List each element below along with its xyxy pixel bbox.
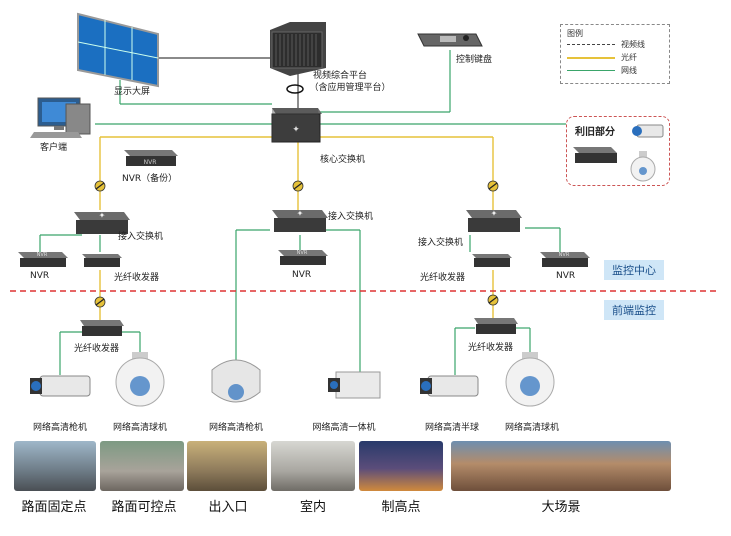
right-access-switch-label: 接入交换机 bbox=[418, 238, 464, 248]
nvr-icon: NVR bbox=[18, 252, 68, 267]
fiber-transceiver-icon bbox=[472, 254, 512, 267]
svg-text:✦: ✦ bbox=[99, 211, 106, 220]
svg-text:NVR: NVR bbox=[559, 252, 570, 258]
bullet-camera-icon bbox=[30, 375, 91, 397]
scene-label: 路面固定点 bbox=[21, 500, 87, 515]
nvr-icon: NVR bbox=[540, 252, 590, 267]
fiber-transceiver-icon bbox=[474, 318, 518, 334]
access-switch-icon: ✦ bbox=[466, 209, 522, 232]
display-wall-icon bbox=[77, 12, 159, 88]
video-platform-icon bbox=[270, 22, 326, 76]
svg-text:✦: ✦ bbox=[292, 125, 300, 135]
monitoring-center-zone: 监控中心 bbox=[604, 260, 664, 280]
legend-fiber-swatch bbox=[567, 57, 615, 59]
platform-label: 视频综合平台 bbox=[312, 71, 368, 81]
legacy-devices bbox=[573, 124, 664, 182]
half-dome-camera-icon bbox=[420, 375, 479, 397]
keyboard-label: 控制键盘 bbox=[456, 55, 493, 65]
legend-network-label: 网线 bbox=[621, 66, 637, 75]
middle-nvr-label: NVR bbox=[292, 270, 312, 280]
legacy-title: 利旧部分 bbox=[575, 127, 615, 138]
control-keyboard-icon bbox=[417, 33, 483, 47]
frontend-left-transceiver-label: 光纤收发器 bbox=[74, 344, 120, 354]
fiber-connector-icon bbox=[292, 180, 304, 192]
cable-ring bbox=[286, 84, 304, 94]
camera-label: 网络高清枪机 bbox=[208, 423, 264, 433]
legacy-dome-camera-icon bbox=[630, 151, 656, 182]
fiber-connector-icon bbox=[487, 294, 499, 306]
nvr-icon: NVR bbox=[278, 250, 328, 265]
left-transceiver-label: 光纤收发器 bbox=[114, 273, 160, 283]
network-lines bbox=[39, 50, 566, 375]
camera-label: 网络高清一体机 bbox=[312, 423, 376, 433]
access-switch-icon: ✦ bbox=[74, 211, 130, 234]
legend-network-swatch bbox=[567, 70, 615, 71]
scene-photo-entrance bbox=[187, 441, 267, 491]
scene-label: 大场景 bbox=[541, 500, 581, 515]
scene-label: 路面可控点 bbox=[111, 500, 177, 515]
access-switch-icon: ✦ bbox=[272, 209, 328, 232]
left-access-switch-label: 接入交换机 bbox=[118, 232, 164, 242]
legacy-bullet-camera-icon bbox=[632, 124, 664, 138]
platform-sublabel: （含应用管理平台） bbox=[309, 83, 391, 93]
fiber-lines bbox=[99, 136, 494, 320]
svg-text:✦: ✦ bbox=[491, 209, 498, 218]
right-transceiver-label: 光纤收发器 bbox=[420, 273, 466, 283]
camera-label: 网络高清半球 bbox=[424, 423, 480, 433]
legend-fiber-label: 光纤 bbox=[621, 53, 637, 62]
right-nvr-label: NVR bbox=[556, 271, 576, 281]
dome-camera-icon bbox=[115, 352, 165, 407]
legend-video-swatch bbox=[567, 44, 615, 45]
legacy-box: 利旧部分 bbox=[566, 116, 670, 186]
fiber-connector-icon bbox=[94, 296, 106, 308]
video-lines bbox=[155, 57, 299, 108]
scene-photo-high-point bbox=[359, 441, 443, 491]
half-dome-camera-icon bbox=[211, 359, 261, 403]
scene-photo-road-ptz bbox=[100, 441, 184, 491]
svg-text:NVR: NVR bbox=[37, 252, 48, 258]
nvr-backup-icon: NVR bbox=[124, 150, 178, 166]
scene-label: 制高点 bbox=[381, 500, 421, 515]
fiber-connector-icon bbox=[487, 180, 499, 192]
core-switch-icon: ✦ bbox=[271, 108, 322, 143]
frontend-zone: 前端监控 bbox=[604, 300, 664, 320]
fiber-transceiver-icon bbox=[80, 320, 124, 336]
camera-label: 网络高清球机 bbox=[112, 423, 168, 433]
svg-text:✦: ✦ bbox=[297, 209, 304, 218]
integrated-camera-icon bbox=[328, 371, 381, 399]
legend-title: 图例 bbox=[567, 29, 583, 38]
nvr-backup-label: NVR（备份） bbox=[122, 174, 178, 184]
scene-label: 出入口 bbox=[208, 500, 248, 515]
fiber-connector-icon bbox=[94, 180, 106, 192]
core-switch-label: 核心交换机 bbox=[320, 155, 366, 165]
legend-video-label: 视频线 bbox=[621, 40, 645, 49]
svg-text:NVR: NVR bbox=[144, 159, 157, 166]
scene-photo-road-fixed bbox=[14, 441, 96, 491]
legacy-nvr-icon bbox=[573, 147, 617, 163]
client-label: 客户端 bbox=[40, 143, 68, 153]
display-wall-label: 显示大屏 bbox=[114, 87, 151, 97]
left-nvr-label: NVR bbox=[30, 271, 50, 281]
svg-text:NVR: NVR bbox=[297, 250, 308, 256]
frontend-right-transceiver-label: 光纤收发器 bbox=[468, 343, 514, 353]
camera-label: 网络高清球机 bbox=[504, 423, 560, 433]
scene-photo-large-scene bbox=[451, 441, 671, 491]
legend: 图例 视频线 光纤 网线 bbox=[560, 24, 670, 84]
middle-access-switch-label: 接入交换机 bbox=[328, 212, 374, 222]
client-pc-icon bbox=[30, 97, 91, 138]
fiber-transceiver-icon bbox=[82, 254, 122, 267]
dome-camera-icon bbox=[505, 352, 555, 407]
camera-label: 网络高清枪机 bbox=[32, 423, 88, 433]
scene-label: 室内 bbox=[299, 500, 327, 515]
scene-photo-indoor bbox=[271, 441, 355, 491]
